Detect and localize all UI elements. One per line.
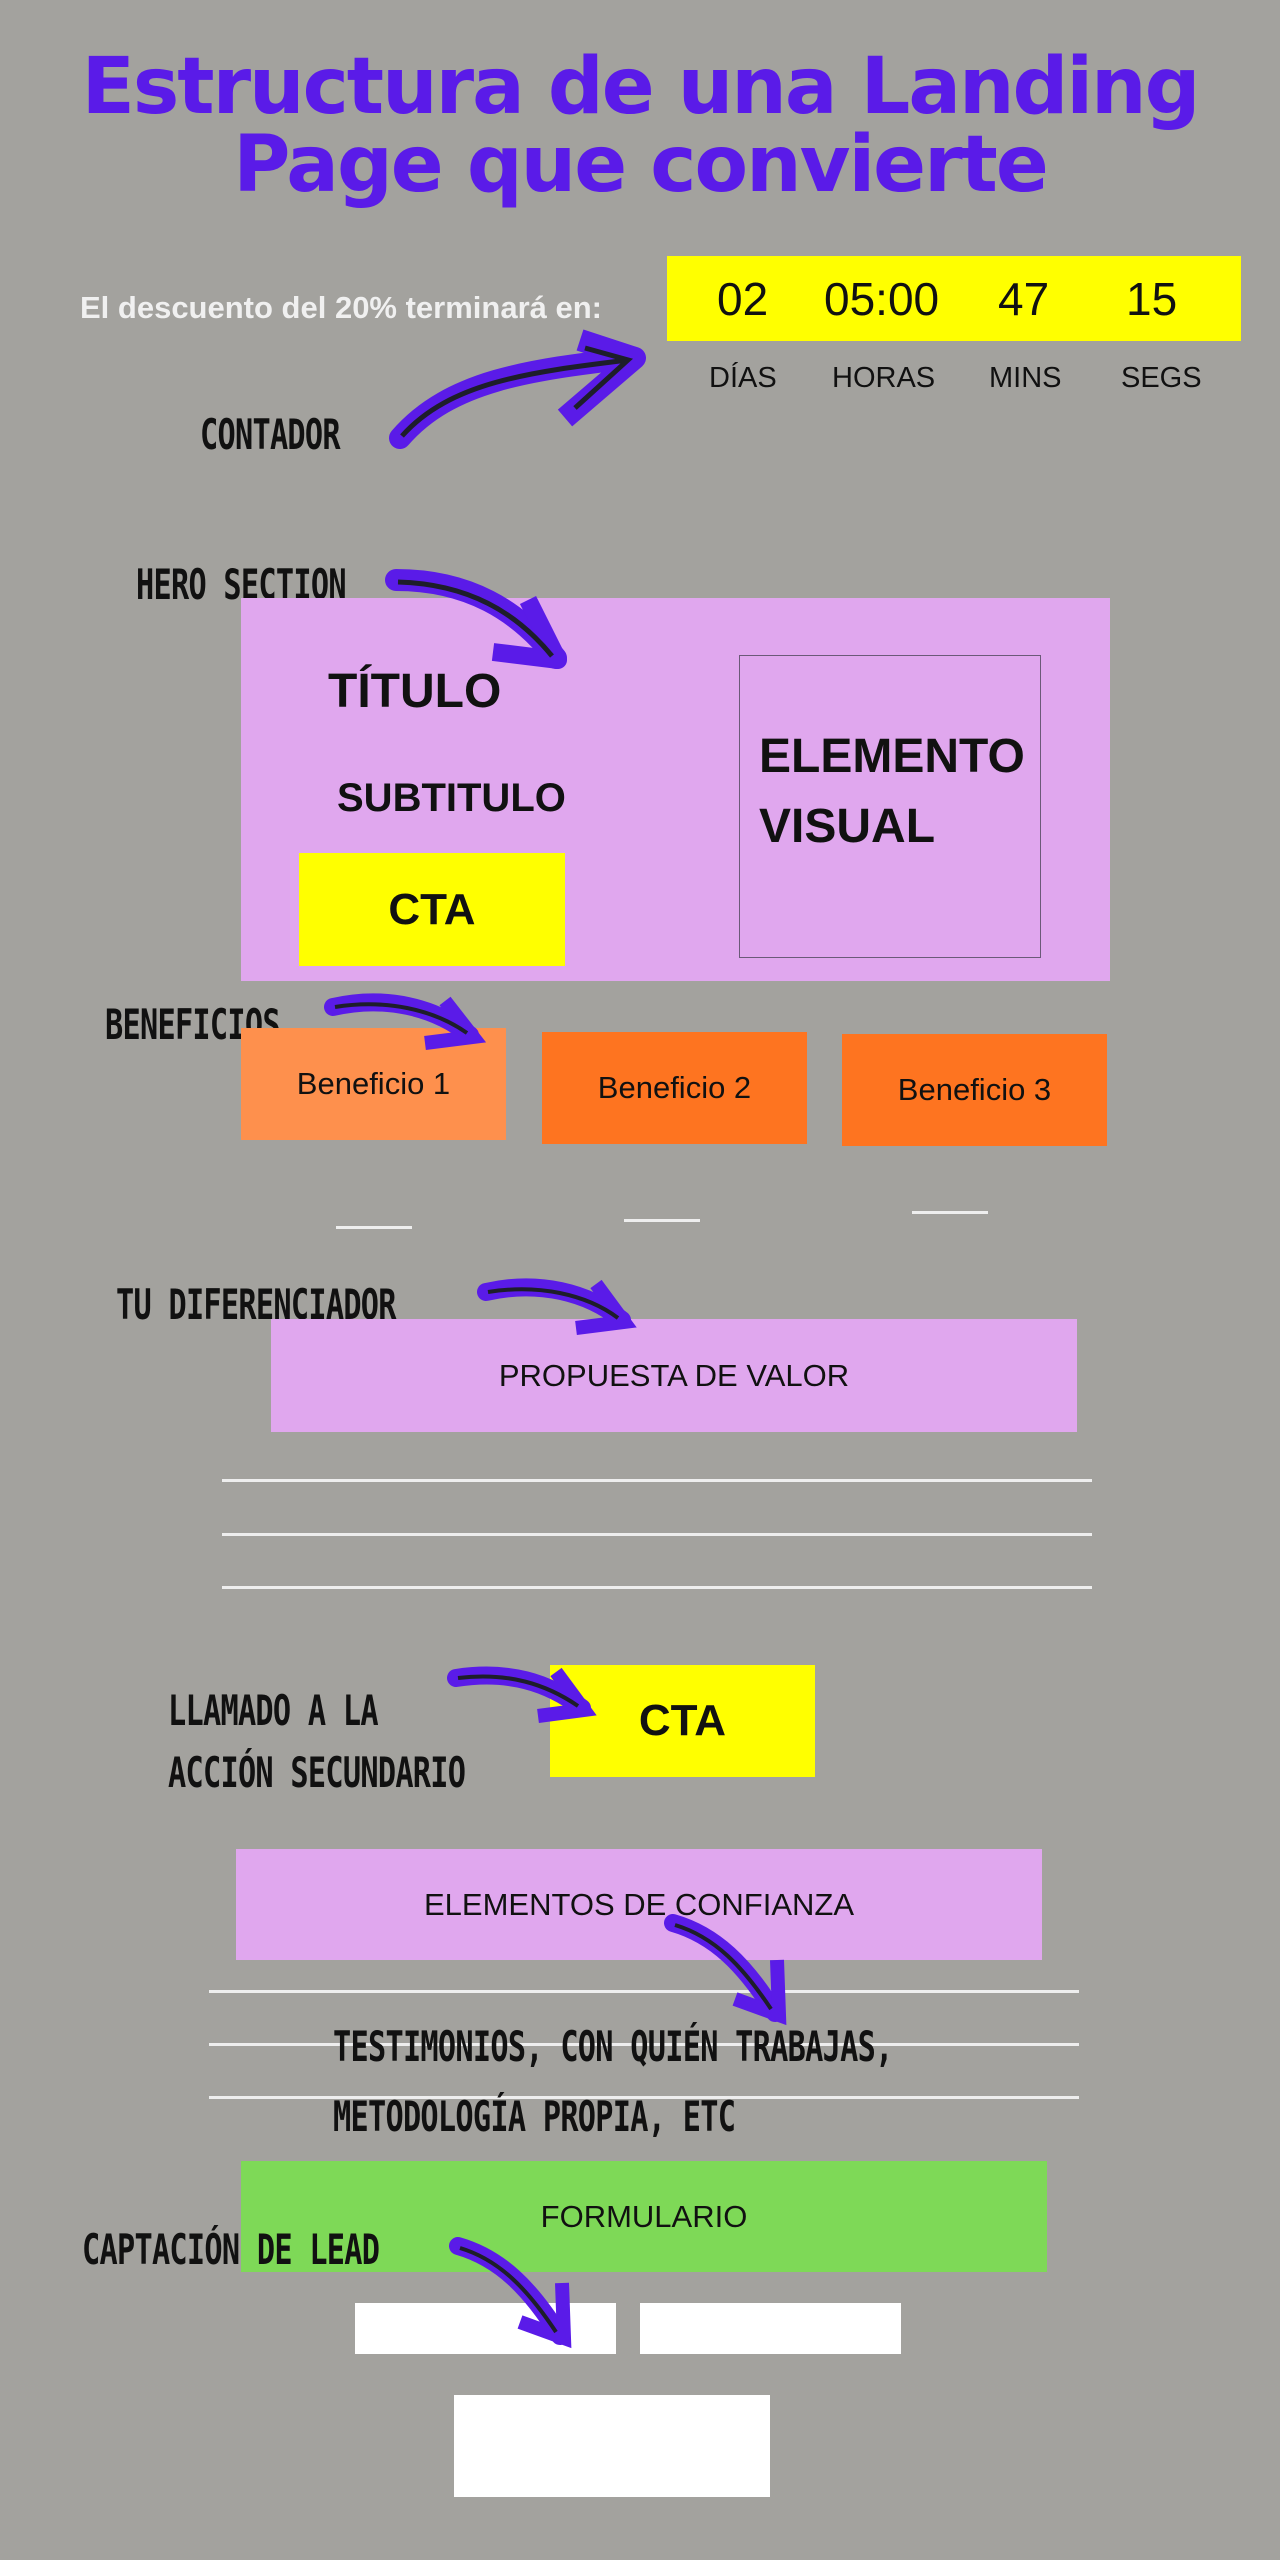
arrow-icon: [385, 569, 567, 669]
benefit-card-2: Beneficio 2: [542, 1032, 807, 1144]
value-proposition-block: PROPUESTA DE VALOR: [271, 1319, 1077, 1432]
annotation-line-1: LLAMADO A LA: [168, 1686, 379, 1735]
secondary-cta-button[interactable]: CTA: [550, 1665, 815, 1777]
text-line-placeholder: [209, 1990, 1079, 1993]
label-secs: SEGS: [1121, 362, 1202, 394]
benefit-divider: [912, 1211, 988, 1214]
visual-element-label: ELEMENTO VISUAL: [759, 722, 1025, 862]
label-hours: HORAS: [832, 362, 936, 394]
text-line-placeholder: [209, 2043, 1079, 2046]
arrow-icon: [324, 993, 487, 1050]
text-line-placeholder: [222, 1479, 1092, 1482]
annotation-contador: CONTADOR: [200, 410, 341, 459]
annotation-line-2: ACCIÓN SECUNDARIO: [168, 1748, 466, 1797]
benefit-divider: [336, 1226, 412, 1229]
page-title: Estructura de una Landing Page que convi…: [0, 48, 1280, 204]
annotation-secondary-cta: LLAMADO A LA ACCIÓN SECUNDARIO: [168, 1680, 466, 1804]
text-line-placeholder: [222, 1586, 1092, 1589]
arrow-icon: [389, 329, 646, 449]
arrow-icon: [477, 1278, 637, 1335]
trust-elements-block: ELEMENTOS DE CONFIANZA: [236, 1849, 1042, 1960]
countdown-hours: 05:00: [824, 273, 940, 325]
visual-line-1: ELEMENTO: [759, 730, 1025, 783]
countdown-mins: 47: [998, 273, 1050, 325]
label-days: DÍAS: [709, 362, 777, 394]
countdown-secs: 15: [1126, 273, 1178, 325]
arrow-icon: [449, 2237, 572, 2349]
form-input-field[interactable]: [355, 2303, 616, 2354]
arrow-icon: [664, 1914, 787, 2026]
benefit-card-1: Beneficio 1: [241, 1028, 506, 1140]
benefit-divider: [624, 1219, 700, 1222]
form-input-field[interactable]: [640, 2303, 901, 2354]
countdown-days: 02: [717, 273, 769, 325]
text-line-placeholder: [209, 2096, 1079, 2099]
visual-element-placeholder: [739, 655, 1041, 958]
text-line-placeholder: [222, 1533, 1092, 1536]
form-block: FORMULARIO: [241, 2161, 1047, 2272]
arrow-icon: [447, 1666, 597, 1723]
trust-note-line-1: TESTIMONIOS, CON QUIÉN TRABAJAS,: [333, 2022, 893, 2071]
trust-note-line-2: METODOLOGÍA PROPIA, ETC: [333, 2092, 736, 2141]
benefit-card-3: Beneficio 3: [842, 1034, 1107, 1146]
form-submit-button[interactable]: [454, 2395, 770, 2497]
visual-line-2: VISUAL: [759, 800, 936, 853]
promo-text: El descuento del 20% terminará en:: [80, 290, 603, 325]
title-line-2: Page que convierte: [233, 120, 1049, 210]
hero-cta-button[interactable]: CTA: [299, 853, 565, 966]
title-line-1: Estructura de una Landing: [81, 42, 1201, 132]
annotation-lead-capture: CAPTACIÓN DE LEAD: [82, 2225, 380, 2274]
trust-note: TESTIMONIOS, CON QUIÉN TRABAJAS, METODOL…: [333, 2012, 893, 2152]
label-mins: MINS: [989, 362, 1062, 394]
hero-subtitle: SUBTITULO: [337, 776, 566, 820]
hero-title: TÍTULO: [328, 665, 502, 718]
countdown-box: 02 05:00 47 15: [667, 256, 1241, 341]
